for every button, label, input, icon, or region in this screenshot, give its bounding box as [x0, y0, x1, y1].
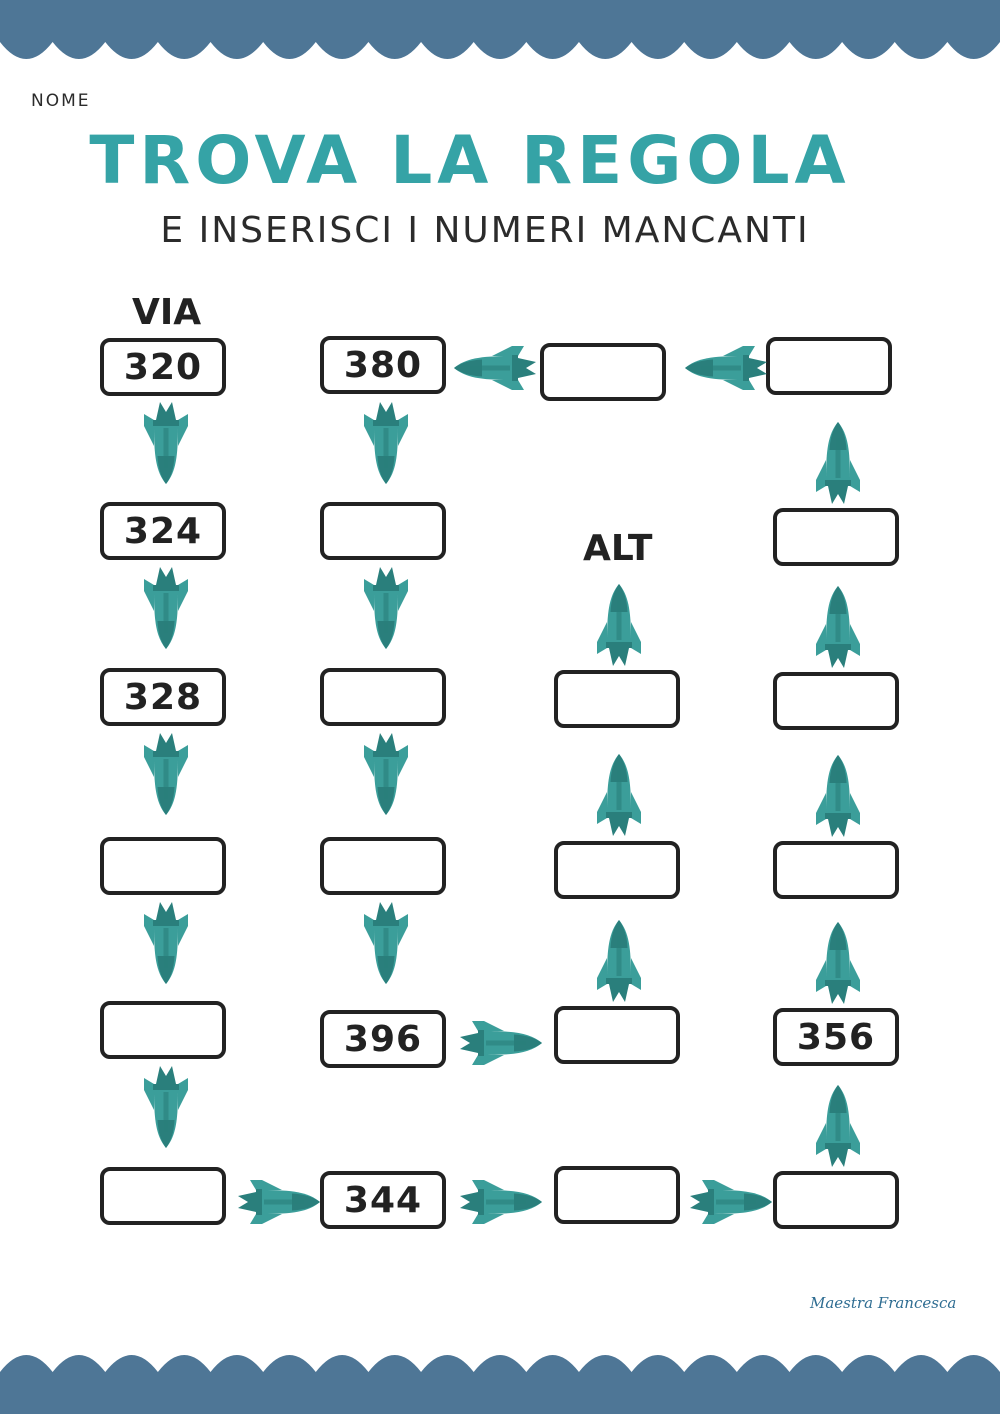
name-label: NOME — [31, 91, 91, 111]
page-subtitle: E INSERISCI I NUMERI MANCANTI — [160, 210, 810, 251]
number-box-c2r4[interactable] — [320, 837, 446, 895]
rocket-icon — [144, 902, 188, 984]
number-box-top3[interactable] — [540, 343, 666, 401]
number-box-c2r3[interactable] — [320, 668, 446, 726]
end-marker: ALT — [583, 528, 653, 569]
rocket-icon — [816, 1085, 860, 1167]
start-marker: VIA — [132, 292, 202, 333]
rocket-icon — [238, 1180, 320, 1224]
top-wave-border — [0, 0, 1000, 59]
rocket-icon — [816, 586, 860, 668]
rocket-icon — [816, 422, 860, 504]
number-box-c3r3[interactable] — [554, 670, 680, 728]
number-box-c4r6[interactable] — [773, 1171, 899, 1229]
bottom-wave-border — [0, 1355, 1000, 1414]
author-credit: Maestra Francesca — [810, 1294, 957, 1312]
rocket-icon — [144, 567, 188, 649]
rocket-icon — [144, 733, 188, 815]
number-box-c1r1[interactable]: 320 — [100, 338, 226, 396]
number-box-c1r5[interactable] — [100, 1001, 226, 1059]
rocket-icon — [364, 902, 408, 984]
number-box-c1r4[interactable] — [100, 837, 226, 895]
number-box-c2r1[interactable]: 380 — [320, 336, 446, 394]
number-box-c4r2[interactable] — [773, 508, 899, 566]
rocket-icon — [685, 346, 767, 390]
rocket-icon — [597, 754, 641, 836]
rocket-icon — [364, 733, 408, 815]
number-box-c2r5[interactable]: 396 — [320, 1010, 446, 1068]
number-box-c1r6[interactable] — [100, 1167, 226, 1225]
rocket-icon — [597, 584, 641, 666]
rocket-icon — [144, 1066, 188, 1148]
number-box-c3r4[interactable] — [554, 841, 680, 899]
rocket-icon — [690, 1180, 772, 1224]
rocket-icon — [460, 1021, 542, 1065]
number-box-c1r2[interactable]: 324 — [100, 502, 226, 560]
number-box-c2r2[interactable] — [320, 502, 446, 560]
rocket-icon — [364, 402, 408, 484]
rocket-icon — [597, 920, 641, 1002]
number-box-c3r6[interactable] — [554, 1166, 680, 1224]
rocket-icon — [460, 1180, 542, 1224]
rocket-icon — [454, 346, 536, 390]
number-box-c4r3[interactable] — [773, 672, 899, 730]
number-box-c2r6[interactable]: 344 — [320, 1171, 446, 1229]
rocket-icon — [816, 922, 860, 1004]
number-box-top4[interactable] — [766, 337, 892, 395]
number-box-c4r4[interactable] — [773, 841, 899, 899]
number-box-c3r5[interactable] — [554, 1006, 680, 1064]
number-box-c1r3[interactable]: 328 — [100, 668, 226, 726]
rocket-icon — [816, 755, 860, 837]
rocket-icon — [144, 402, 188, 484]
rocket-icon — [364, 567, 408, 649]
number-box-c4r5[interactable]: 356 — [773, 1008, 899, 1066]
page-title: TROVA LA REGOLA — [89, 122, 851, 199]
